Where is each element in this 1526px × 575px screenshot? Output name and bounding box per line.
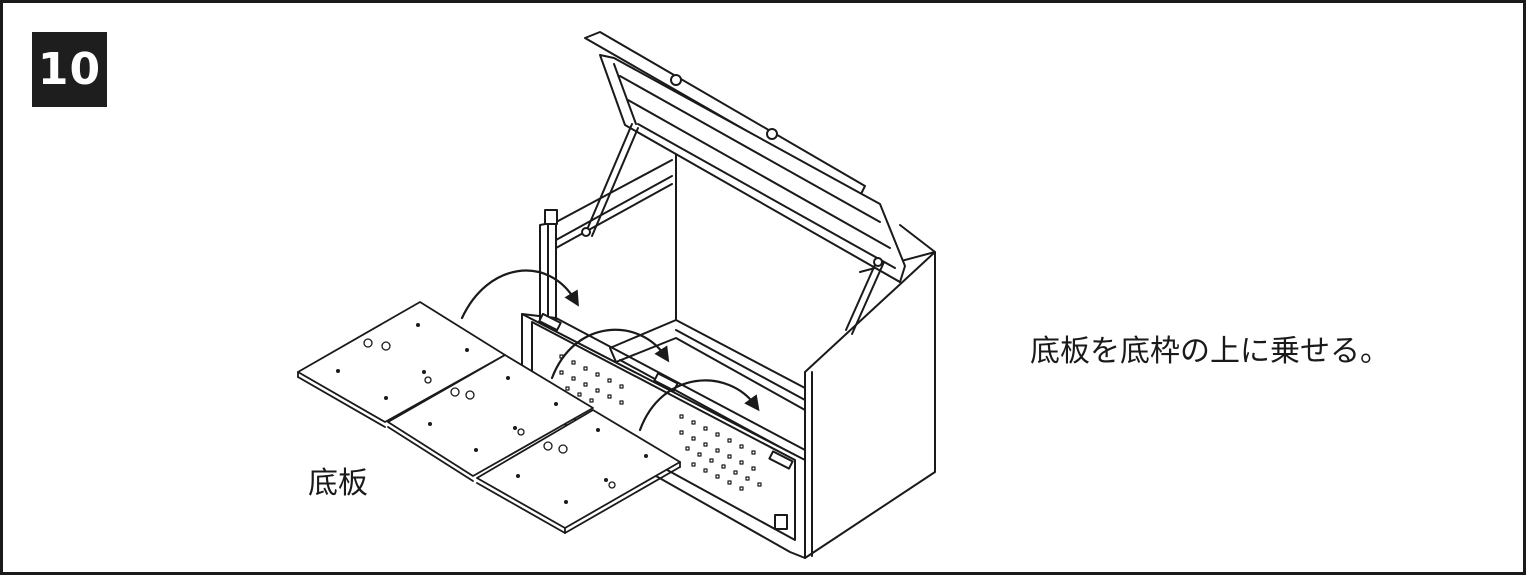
floor-board-2 [387, 354, 594, 477]
open-lid [584, 31, 906, 283]
step-number-badge: 10 [32, 32, 107, 107]
arrow-3 [638, 379, 760, 432]
instruction-text: 底板を底枠の上に乗せる。 [1030, 334, 1390, 369]
floor-board-holes [363, 338, 616, 489]
lid-support-struts [581, 123, 885, 335]
arrow-1 [460, 269, 579, 320]
placement-arrows [460, 269, 760, 432]
step-number: 10 [37, 44, 102, 95]
floor-boards [297, 301, 681, 534]
floor-board-label: 底板 [308, 466, 368, 501]
floor-board-dots [336, 323, 648, 504]
arrow-2 [550, 328, 670, 380]
